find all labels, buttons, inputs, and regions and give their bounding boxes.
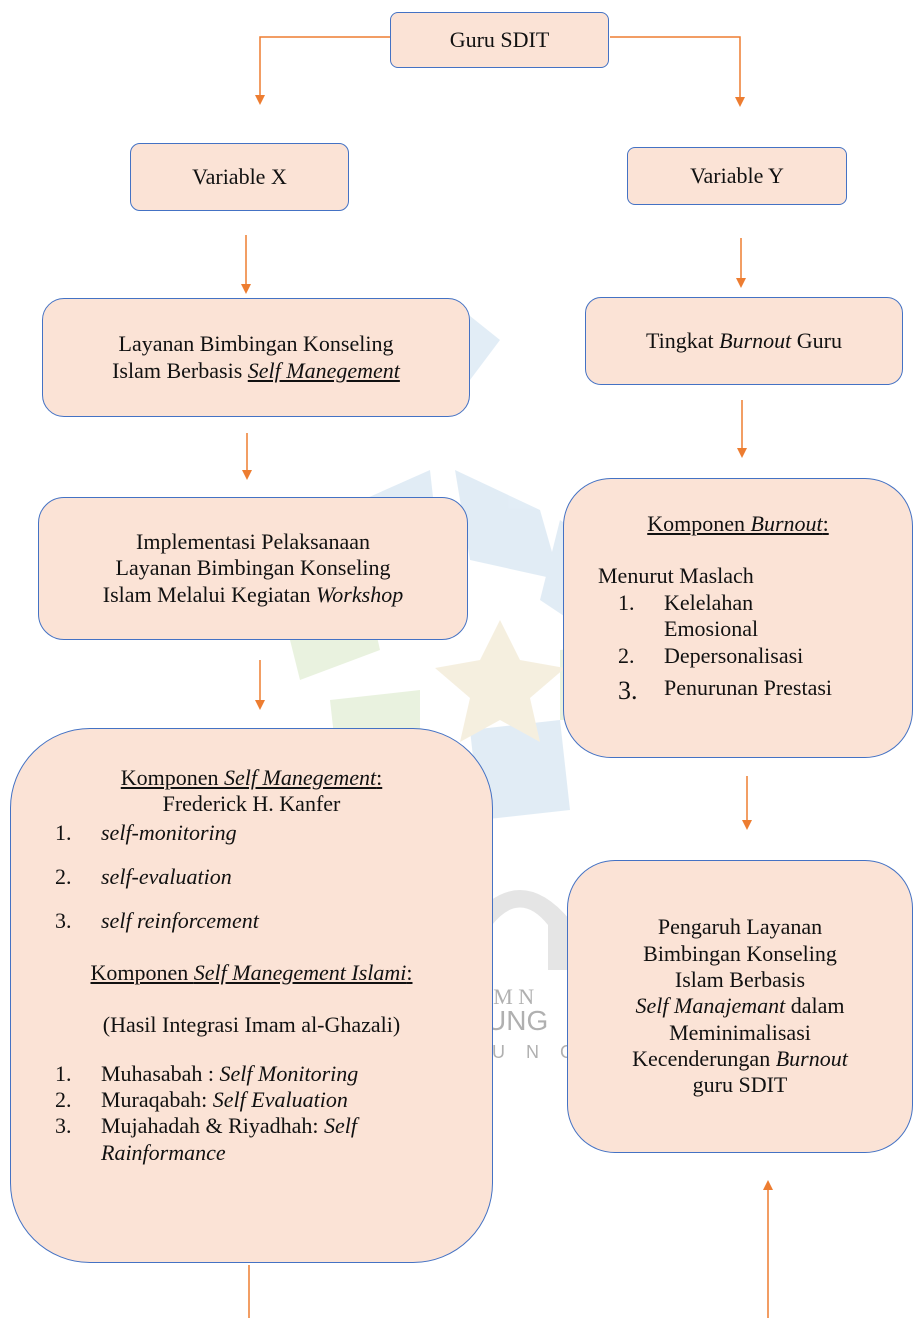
pengaruh-line4-text: dalam <box>785 993 845 1019</box>
islami-item3-emphasis-2: Rainformance <box>101 1139 226 1165</box>
self-mgmt-list: 1. self-monitoring 2. self-evaluation 3.… <box>55 820 492 952</box>
list-item-text: Muraqabah: Self Evaluation <box>101 1087 348 1113</box>
layanan-line2-text: Islam Berbasis <box>112 357 248 383</box>
tingkat-burnout-label: Tingkat Burnout Guru <box>646 328 842 354</box>
implementasi-line1: Implementasi Pelaksanaan <box>136 528 370 554</box>
islami-item2-emphasis: Self Evaluation <box>212 1086 348 1112</box>
komponen-self-management-box: Komponen Self Manegement: Frederick H. K… <box>10 728 493 1263</box>
implementasi-box: Implementasi Pelaksanaan Layanan Bimbing… <box>38 497 468 640</box>
pengaruh-box: Pengaruh Layanan Bimbingan Konseling Isl… <box>567 860 913 1153</box>
list-item: 2. Muraqabah: Self Evaluation <box>55 1087 492 1113</box>
komponen-burnout-box: Komponen Burnout: Menurut Maslach 1. Kel… <box>563 478 913 758</box>
list-item: 1. Kelelahan Emosional <box>618 590 832 643</box>
list-item-number: 2. <box>55 863 72 889</box>
pengaruh-line1: Pengaruh Layanan <box>657 914 823 940</box>
list-item-number: 3. <box>55 907 72 933</box>
list-item-text: self-evaluation <box>101 863 232 889</box>
burnout-item1-line1: Kelelahan <box>664 589 754 615</box>
list-item: 3. self reinforcement <box>55 908 492 952</box>
guru-sdit-label: Guru SDIT <box>449 26 550 52</box>
list-item-number: 2. <box>618 642 635 668</box>
list-item-text: self-monitoring <box>101 819 237 845</box>
islami-title-post: : <box>406 959 413 985</box>
islami-item1-text: Muhasabah : <box>101 1060 220 1086</box>
self-mgmt-title: Komponen Self Manegement: <box>11 765 492 791</box>
pengaruh-line6: Kecenderungan Burnout <box>632 1046 848 1072</box>
layanan-line2-emphasis: Self Manegement <box>247 357 400 383</box>
islami-title-emphasis: Self Manegement Islami <box>193 959 407 985</box>
list-item: 3. Penurunan Prestasi <box>618 675 832 706</box>
list-item: 2. Depersonalisasi <box>618 643 832 669</box>
layanan-line1: Layanan Bimbingan Konseling <box>118 331 394 357</box>
burnout-source: Menurut Maslach <box>598 563 754 589</box>
tingkat-burnout-box: Tingkat Burnout Guru <box>585 297 903 385</box>
burnout-title-emphasis: Burnout <box>750 511 823 536</box>
watermark-text-2: UNG <box>486 1005 548 1036</box>
pengaruh-line7: guru SDIT <box>692 1072 788 1098</box>
variable-y-label: Variable Y <box>690 162 784 188</box>
pengaruh-line6-text: Kecenderungan <box>632 1046 776 1072</box>
list-item: 1. self-monitoring <box>55 820 492 864</box>
list-item-number: 2. <box>55 1086 72 1112</box>
tingkat-post: Guru <box>791 327 842 353</box>
list-item-text: self reinforcement <box>101 907 259 933</box>
self-mgmt-islami-list: 1. Muhasabah : Self Monitoring 2. Muraqa… <box>55 1061 492 1167</box>
list-item-number: 1. <box>55 819 72 845</box>
islami-item2-text: Muraqabah: <box>101 1086 213 1112</box>
burnout-list: 1. Kelelahan Emosional 2. Depersonalisas… <box>618 590 832 706</box>
islami-item3-text: Mujahadah & Riyadhah: <box>101 1113 325 1139</box>
pengaruh-line2: Bimbingan Konseling <box>643 940 837 966</box>
pengaruh-line3: Islam Berbasis <box>674 966 806 992</box>
tingkat-pre: Tingkat <box>646 327 720 353</box>
list-item-text: Muhasabah : Self Monitoring <box>101 1061 358 1087</box>
list-item: 1. Muhasabah : Self Monitoring <box>55 1061 492 1087</box>
burnout-title-pre: Komponen <box>647 511 751 536</box>
islami-item1-emphasis: Self Monitoring <box>219 1060 359 1086</box>
layanan-line2: Islam Berbasis Self Manegement <box>112 358 400 384</box>
list-item-number: 3. <box>618 675 638 705</box>
variable-y-box: Variable Y <box>627 147 847 205</box>
pengaruh-line5: Meminimalisasi <box>669 1019 811 1045</box>
arrow-guru-to-var-x <box>255 36 390 105</box>
list-item-text: Kelelahan Emosional <box>664 590 758 643</box>
variable-x-label: Variable X <box>192 163 287 189</box>
self-mgmt-integration: (Hasil Integrasi Imam al-Ghazali) <box>102 1012 401 1038</box>
list-item-number: 1. <box>618 589 635 615</box>
list-item-number: 3. <box>55 1113 72 1139</box>
variable-x-box: Variable X <box>130 143 349 211</box>
implementasi-line3: Islam Melalui Kegiatan Workshop <box>103 582 403 608</box>
burnout-item1-line2: Emosional <box>664 616 759 642</box>
list-item-text: Depersonalisasi <box>664 642 804 668</box>
arrow-guru-to-var-y <box>610 36 745 107</box>
self-mgmt-title-post: : <box>376 765 383 790</box>
layanan-box: Layanan Bimbingan Konseling Islam Berbas… <box>42 298 470 417</box>
guru-sdit-box: Guru SDIT <box>390 12 609 68</box>
implementasi-line3-text: Islam Melalui Kegiatan <box>102 581 316 607</box>
list-item: 2. self-evaluation <box>55 864 492 908</box>
self-mgmt-title-pre: Komponen <box>120 765 225 790</box>
islami-title-pre: Komponen <box>90 959 194 985</box>
burnout-title-post: : <box>822 511 829 536</box>
self-mgmt-islami-title: Komponen Self Manegement Islami: <box>11 960 492 986</box>
implementasi-line3-emphasis: Workshop <box>316 581 404 607</box>
komponen-burnout-title: Komponen Burnout: <box>647 511 829 537</box>
islami-item3-emphasis: Self <box>324 1113 358 1139</box>
tingkat-emphasis: Burnout <box>719 327 792 353</box>
self-mgmt-title-emphasis: Self Manegement <box>224 765 377 790</box>
list-item-text: Penurunan Prestasi <box>664 674 833 700</box>
pengaruh-line6-emphasis: Burnout <box>775 1046 848 1072</box>
pengaruh-line4: Self Manajemant dalam <box>636 993 845 1019</box>
implementasi-line2: Layanan Bimbingan Konseling <box>115 555 391 581</box>
pengaruh-line4-emphasis: Self Manajemant <box>635 993 786 1019</box>
list-item-number: 1. <box>55 1060 72 1086</box>
self-mgmt-author: Frederick H. Kanfer <box>162 791 341 817</box>
